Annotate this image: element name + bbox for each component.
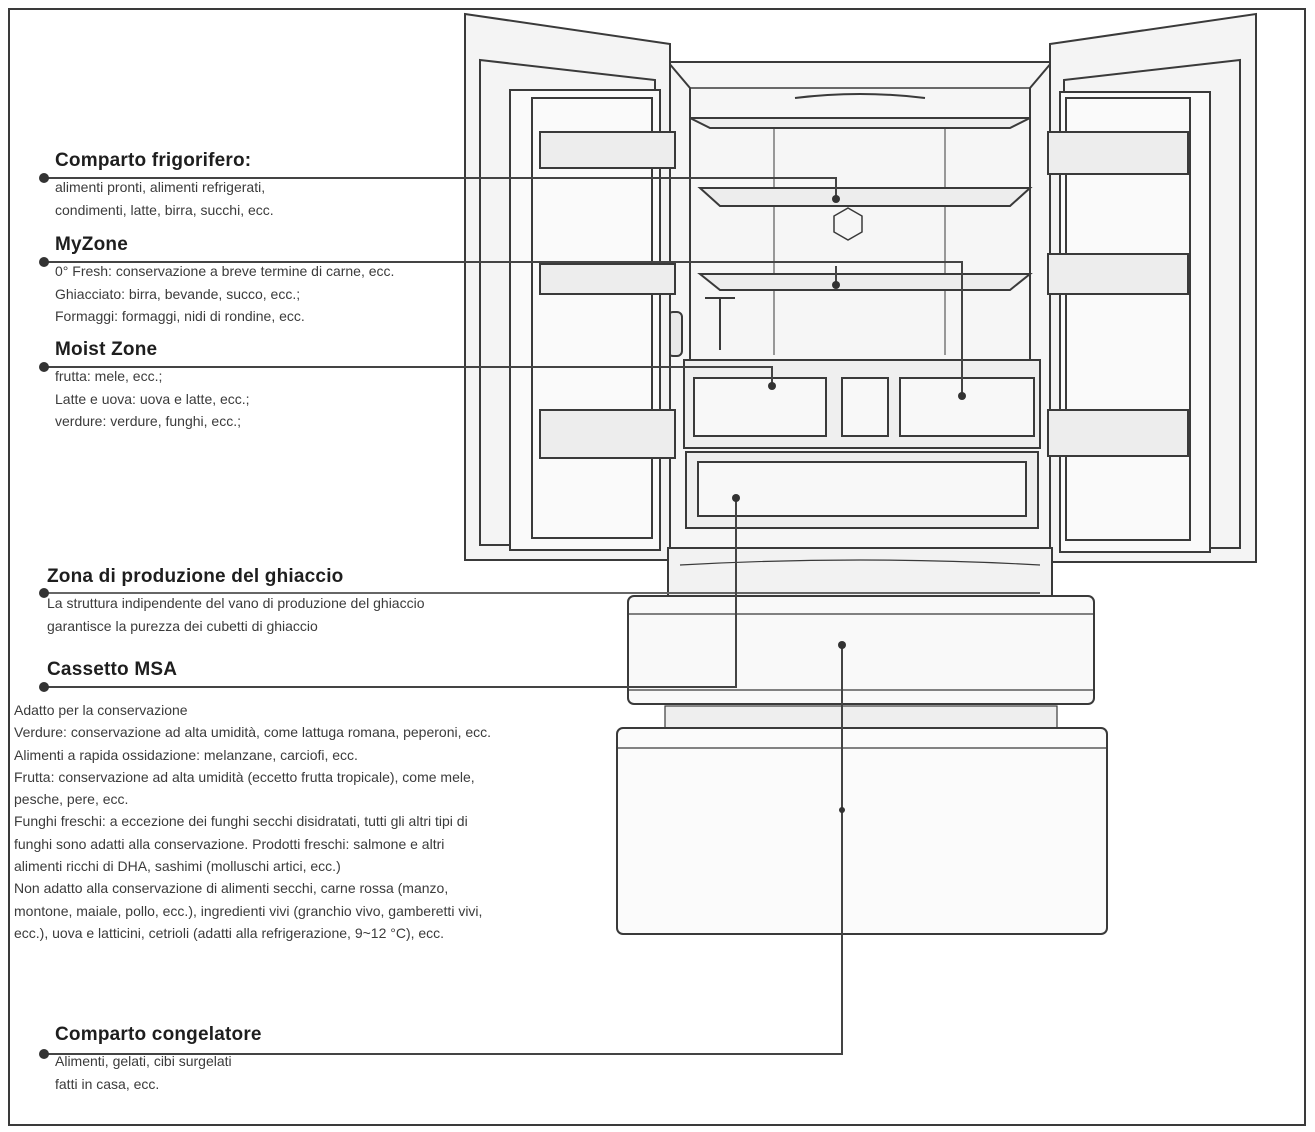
description-line: fatti in casa, ecc. [55, 1075, 160, 1092]
description-line: funghi sono adatti alla conservazione. P… [14, 835, 445, 852]
leader-dot-icon [838, 641, 846, 649]
leader-lines [44, 177, 1040, 1055]
description-line: alimenti ricchi di DHA, sashimi (mollusc… [14, 858, 341, 875]
description-line: ecc.), uova e latticini, cetrioli (adatt… [14, 924, 445, 941]
description-line: Formaggi: formaggi, nidi di rondine, ecc… [55, 308, 305, 324]
description-line: 0° Fresh: conservazione a breve termine … [55, 263, 395, 279]
zone-ice: Zona di produzione del ghiaccio La strut… [47, 566, 425, 637]
zone-title: Moist Zone [55, 339, 158, 360]
fridge-body [464, 12, 1257, 935]
zone-title: Comparto frigorifero: [55, 150, 252, 171]
description-line: Alimenti, gelati, cibi surgelati [55, 1053, 232, 1069]
leader-dot-icon [958, 392, 966, 400]
description-line: garantisce la purezza dei cubetti di ghi… [47, 617, 318, 634]
description-line: alimenti pronti, alimenti refrigerati, [55, 179, 266, 195]
zone-title: Zona di produzione del ghiaccio [47, 566, 344, 587]
leader-dot-icon [39, 682, 49, 692]
leader-dot-icon [839, 807, 845, 813]
zone-description: Alimenti, gelati, cibi surgelati fatti in… [55, 1050, 262, 1095]
leader-dot-icon [768, 382, 776, 390]
zone-fridge: Comparto frigorifero: alimenti pronti, a… [55, 150, 274, 221]
leader-dot-icon [732, 494, 740, 502]
description-line: condimenti, latte, birra, succhi, ecc. [55, 201, 274, 218]
leader-dot-icon [832, 195, 840, 203]
zone-description: 0° Fresh: conservazione a breve termine … [55, 260, 394, 328]
description-line: frutta: mele, ecc.; [55, 368, 163, 384]
description-line: Frutta: conservazione ad alta umidità (e… [14, 768, 475, 785]
zone-msa: Cassetto MSA [47, 659, 177, 681]
leader-dot-icon [832, 281, 840, 289]
zone-description: alimenti pronti, alimenti refrigerati, co… [55, 176, 274, 221]
leader-dot-icon [39, 173, 49, 183]
leader-dots [39, 173, 966, 1059]
leader-dot-icon [39, 588, 49, 598]
description-line: Verdure: conservazione ad alta umidità, … [14, 724, 492, 741]
diagram-frame [8, 8, 1306, 1126]
zone-title: Cassetto MSA [47, 659, 178, 680]
description-line: verdure: verdure, funghi, ecc.; [55, 413, 241, 429]
zone-description: frutta: mele, ecc.; Latte e uova: uova e … [55, 365, 250, 433]
zone-myzone: MyZone 0° Fresh: conservazione a breve t… [55, 234, 394, 328]
zone-description: La struttura indipendente del vano di pr… [47, 592, 425, 637]
description-line: Adatto per la conservazione [14, 702, 188, 718]
description-line: montone, maiale, pollo, ecc.), ingredien… [14, 902, 483, 919]
zone-title: MyZone [55, 234, 128, 255]
description-line: Non adatto alla conservazione di aliment… [14, 880, 449, 897]
zone-moist: Moist Zone frutta: mele, ecc.; Latte e uo… [55, 339, 250, 433]
leader-dot-icon [39, 257, 49, 267]
zone-title: Comparto congelatore [55, 1024, 262, 1045]
leader-dot-icon [39, 362, 49, 372]
description-line: pesche, pere, ecc. [14, 791, 129, 808]
zone-freezer: Comparto congelatore Alimenti, gelati, c… [55, 1024, 262, 1095]
description-line: Funghi freschi: a eccezione dei funghi s… [14, 813, 468, 830]
description-line: Ghiacciato: birra, bevande, succo, ecc.; [55, 285, 301, 302]
description-line: Latte e uova: uova e latte, ecc.; [55, 390, 250, 407]
leader-dot-icon [39, 1049, 49, 1059]
description-line: La struttura indipendente del vano di pr… [47, 595, 425, 611]
description-line: Alimenti a rapida ossidazione: melanzane… [14, 746, 358, 763]
